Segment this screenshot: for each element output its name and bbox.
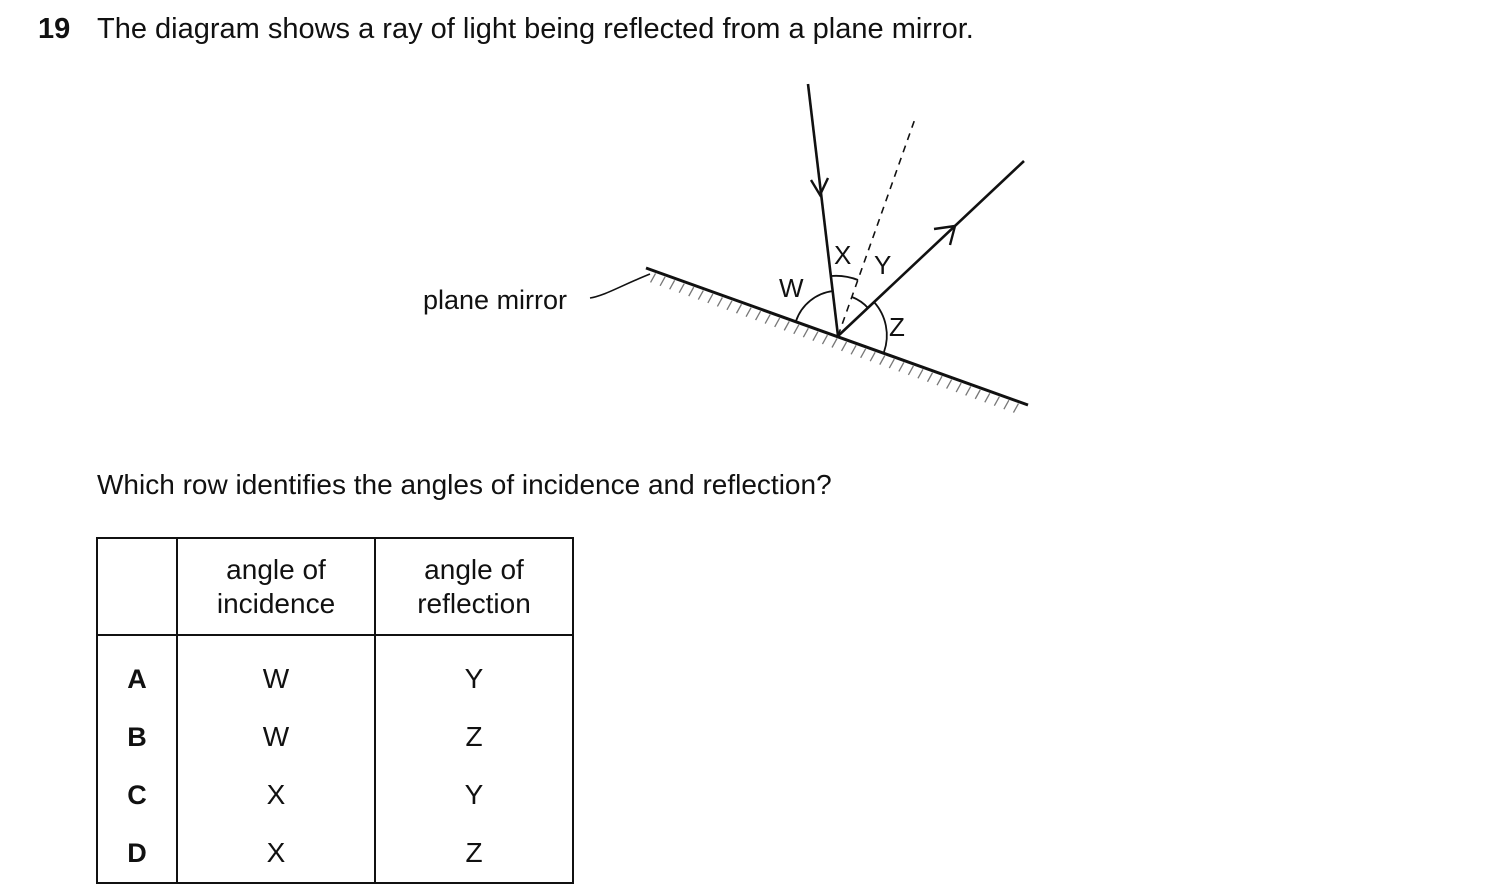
hatch-mark (812, 331, 819, 341)
incident-arrowhead (809, 177, 830, 198)
incidence-cell: X (176, 824, 376, 884)
question-prompt: Which row identifies the angles of incid… (97, 469, 832, 500)
header-reflection-line-1: angle of (424, 553, 524, 585)
incidence-cell: W (176, 635, 376, 708)
table-row: D X Z (96, 824, 574, 884)
hatch-mark (764, 314, 771, 324)
hatch-mark (840, 341, 848, 352)
header-reflection-line-2: reflection (417, 587, 531, 619)
hatch-mark (850, 345, 857, 355)
reflection-cell: Y (374, 635, 574, 708)
hatch-mark (860, 348, 867, 359)
hatch-mark (649, 273, 657, 283)
option-key: C (96, 766, 178, 824)
angle-arc-z (873, 301, 888, 353)
option-key: B (96, 708, 178, 766)
hatch-mark (888, 358, 895, 369)
header-incidence-line-2: incidence (216, 587, 336, 619)
hatch-mark (783, 321, 790, 331)
hatch-mark (659, 276, 666, 287)
question-text: The diagram shows a ray of light being r… (97, 13, 974, 45)
hatch-mark (917, 369, 924, 379)
hatch-mark (735, 303, 743, 314)
hatch-mark (993, 396, 1000, 407)
angle-arc-w (795, 290, 834, 322)
header-key (96, 537, 178, 636)
hatch-mark (688, 286, 695, 297)
incidence-cell: W (176, 708, 376, 766)
table-row: A W Y (96, 635, 574, 708)
hatch-mark (697, 290, 704, 300)
table-header-row: angle of incidence angle of reflection (96, 537, 574, 636)
angle-arc-x (830, 274, 859, 281)
hatch-mark (745, 307, 752, 317)
hatch-mark (678, 283, 685, 294)
mirror-label: plane mirror (423, 285, 567, 315)
hatch-mark (793, 324, 800, 335)
hatch-mark (1003, 399, 1010, 410)
normal-line (837, 115, 917, 337)
hatch-mark (821, 334, 829, 345)
mirror-label-leader (589, 273, 651, 299)
header-incidence-line-1: angle of (226, 553, 326, 585)
hatch-mark (774, 317, 781, 328)
table-row: B W Z (96, 708, 574, 766)
reflected-ray (837, 160, 1025, 337)
table-row: C X Y (96, 766, 574, 824)
hatch-mark (869, 351, 876, 362)
option-key: D (96, 824, 178, 884)
hatch-mark (907, 365, 914, 376)
angle-label-y: Y (874, 250, 891, 280)
reflection-cell: Y (374, 766, 574, 824)
hatch-mark (707, 293, 714, 304)
option-key: A (96, 635, 178, 708)
hatch-mark (926, 372, 934, 383)
reflection-cell: Z (374, 824, 574, 884)
hatch-mark (669, 279, 676, 290)
header-incidence: angle of incidence (176, 537, 376, 636)
hatch-mark (831, 338, 838, 348)
hatch-mark (802, 327, 809, 338)
question-number: 19 (38, 13, 71, 45)
hatch-mark (955, 382, 962, 393)
hatch-mark (974, 389, 981, 400)
angle-label-x: X (834, 240, 851, 270)
header-reflection: angle of reflection (374, 537, 574, 636)
reflection-cell: Z (374, 708, 574, 766)
mirror-hatching (649, 273, 1020, 413)
hatch-mark (879, 355, 886, 365)
angle-arc-y (851, 296, 869, 309)
hatch-mark (898, 362, 905, 372)
incident-ray (806, 83, 840, 337)
angle-label-z: Z (889, 312, 905, 342)
reflected-arrowhead (933, 224, 957, 246)
plane-mirror (645, 266, 1029, 407)
incidence-cell: X (176, 766, 376, 824)
answer-table: angle of incidence angle of reflection A… (96, 537, 574, 884)
hatch-mark (965, 386, 972, 396)
angle-label-w: W (779, 273, 804, 303)
hatch-mark (1012, 403, 1020, 413)
hatch-mark (716, 297, 723, 307)
hatch-mark (984, 392, 991, 403)
hatch-mark (946, 379, 953, 389)
hatch-mark (726, 300, 733, 311)
hatch-mark (755, 310, 762, 321)
hatch-mark (936, 375, 943, 386)
